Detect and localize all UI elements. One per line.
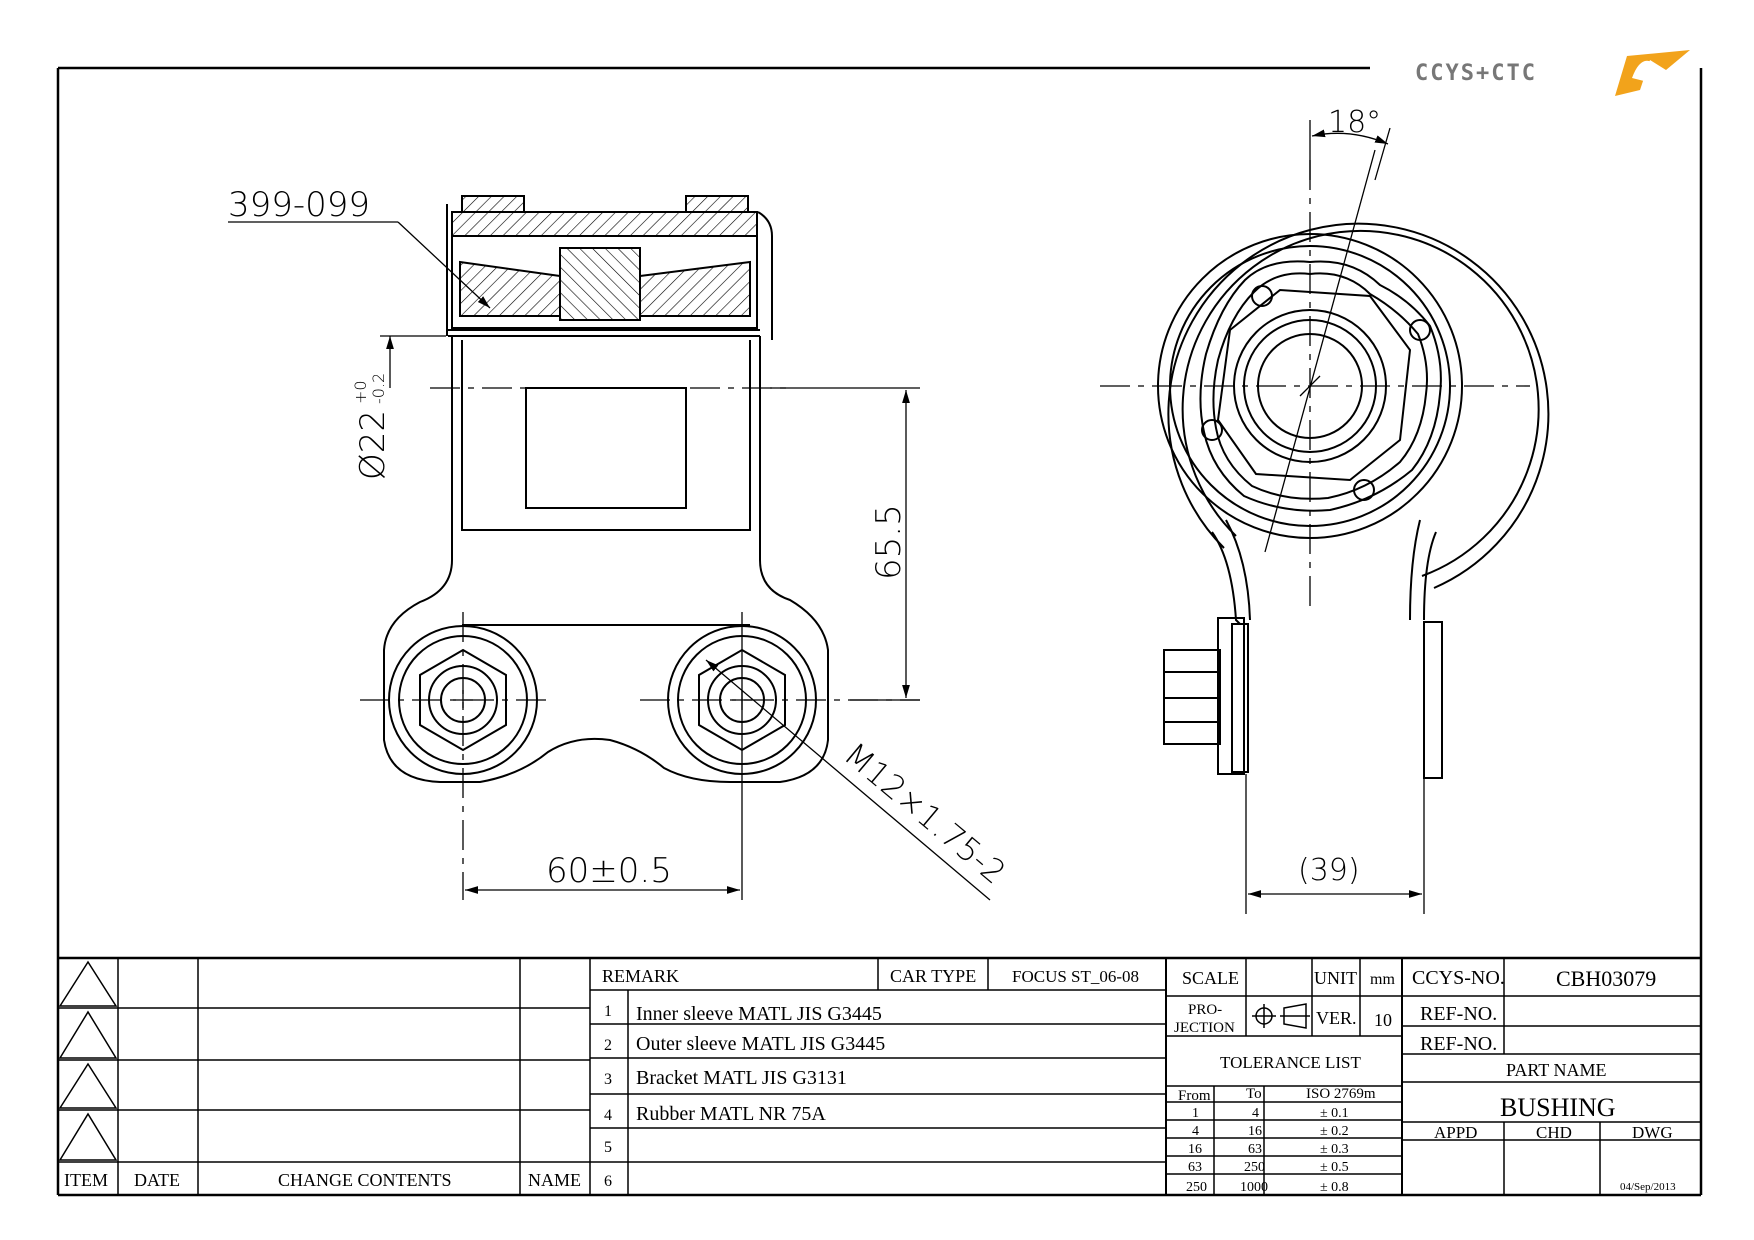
height-dimension: 65.5 bbox=[869, 504, 909, 580]
tolerance-title: TOLERANCE LIST bbox=[1220, 1053, 1361, 1072]
side-view-dimensions bbox=[1248, 120, 1422, 898]
tol-row2-from: 4 bbox=[1192, 1124, 1199, 1139]
tol-header-iso: ISO 2769m bbox=[1306, 1086, 1376, 1102]
diameter-label: Ø22 bbox=[353, 410, 393, 480]
ver-value: 10 bbox=[1374, 1010, 1392, 1030]
appd-label: APPD bbox=[1434, 1123, 1477, 1142]
tol-row2-val: ± 0.2 bbox=[1320, 1124, 1349, 1139]
side-view bbox=[1100, 149, 1550, 914]
remark-header: REMARK bbox=[602, 966, 679, 986]
header-change-contents: CHANGE CONTENTS bbox=[278, 1170, 452, 1190]
front-view-dimensions bbox=[228, 221, 991, 901]
angle-dimension: 18° bbox=[1328, 105, 1381, 140]
scale-label: SCALE bbox=[1182, 968, 1239, 988]
car-type-value: FOCUS ST_06-08 bbox=[1012, 967, 1139, 986]
logo-mark-icon bbox=[1615, 50, 1690, 96]
tol-row1-from: 1 bbox=[1192, 1106, 1199, 1121]
projection-label-2: JECTION bbox=[1174, 1020, 1235, 1036]
ref-no-label-2: REF-NO. bbox=[1420, 1033, 1497, 1055]
chd-label: CHD bbox=[1536, 1123, 1572, 1142]
tol-row4-from: 63 bbox=[1188, 1160, 1202, 1175]
drawing-date: 04/Sep/2013 bbox=[1620, 1181, 1676, 1193]
header-name: NAME bbox=[528, 1170, 581, 1190]
remark-no-2: 2 bbox=[604, 1037, 612, 1054]
ref-no-label-1: REF-NO. bbox=[1420, 1003, 1497, 1025]
tol-row2-to: 16 bbox=[1248, 1124, 1262, 1139]
remark-no-1: 1 bbox=[604, 1003, 612, 1020]
tol-header-from: From bbox=[1178, 1088, 1211, 1104]
unit-label: UNIT bbox=[1314, 968, 1357, 988]
ccys-no-value: CBH03079 bbox=[1556, 966, 1656, 991]
width-dimension: (39) bbox=[1298, 853, 1360, 888]
thread-dimension: M12×1.75-2 bbox=[837, 735, 1013, 892]
tol-row4-to: 250 bbox=[1244, 1160, 1265, 1175]
part-name-label: PART NAME bbox=[1506, 1060, 1606, 1080]
ccys-no-label: CCYS-NO. bbox=[1412, 967, 1505, 989]
ver-label: VER. bbox=[1316, 1008, 1357, 1028]
tol-row1-val: ± 0.1 bbox=[1320, 1106, 1349, 1121]
dwg-label: DWG bbox=[1632, 1123, 1673, 1142]
remark-text-3: Bracket MATL JIS G3131 bbox=[636, 1067, 847, 1089]
remark-no-3: 3 bbox=[604, 1071, 612, 1088]
tol-header-to: To bbox=[1246, 1086, 1262, 1102]
remark-no-6: 6 bbox=[604, 1173, 612, 1190]
diameter-tol-lower: -0.2 bbox=[369, 373, 388, 404]
header-item: ITEM bbox=[64, 1170, 108, 1190]
tol-row1-to: 4 bbox=[1252, 1106, 1259, 1121]
diameter-tol-upper: +0 bbox=[351, 380, 370, 404]
logo-text: CCYS+CTC bbox=[1415, 61, 1537, 86]
spacing-dimension: 60±0.5 bbox=[546, 851, 672, 891]
remark-text-2: Outer sleeve MATL JIS G3445 bbox=[636, 1033, 885, 1055]
remark-text-4: Rubber MATL NR 75A bbox=[636, 1103, 826, 1125]
tol-row3-from: 16 bbox=[1188, 1142, 1202, 1157]
tol-row5-from: 250 bbox=[1186, 1180, 1207, 1195]
part-ref-label: 399-099 bbox=[228, 185, 370, 225]
tol-row4-val: ± 0.5 bbox=[1320, 1160, 1349, 1175]
remark-text-1: Inner sleeve MATL JIS G3445 bbox=[636, 1003, 882, 1025]
car-type-label: CAR TYPE bbox=[890, 966, 976, 986]
tol-row5-val: ± 0.8 bbox=[1320, 1180, 1349, 1195]
unit-value: mm bbox=[1370, 971, 1395, 988]
title-block-grid bbox=[58, 956, 1701, 1195]
remark-no-4: 4 bbox=[604, 1107, 612, 1124]
header-date: DATE bbox=[134, 1170, 180, 1190]
drawing-border bbox=[56, 66, 1703, 1197]
tol-row3-val: ± 0.3 bbox=[1320, 1142, 1349, 1157]
projection-label-1: PRO- bbox=[1188, 1002, 1222, 1018]
tol-row5-to: 1000 bbox=[1240, 1180, 1268, 1195]
remark-no-5: 5 bbox=[604, 1139, 612, 1156]
company-logo: CCYS+CTC bbox=[1415, 50, 1690, 96]
front-view bbox=[360, 195, 920, 900]
part-name-value: BUSHING bbox=[1500, 1093, 1616, 1122]
tol-row3-to: 63 bbox=[1248, 1142, 1262, 1157]
